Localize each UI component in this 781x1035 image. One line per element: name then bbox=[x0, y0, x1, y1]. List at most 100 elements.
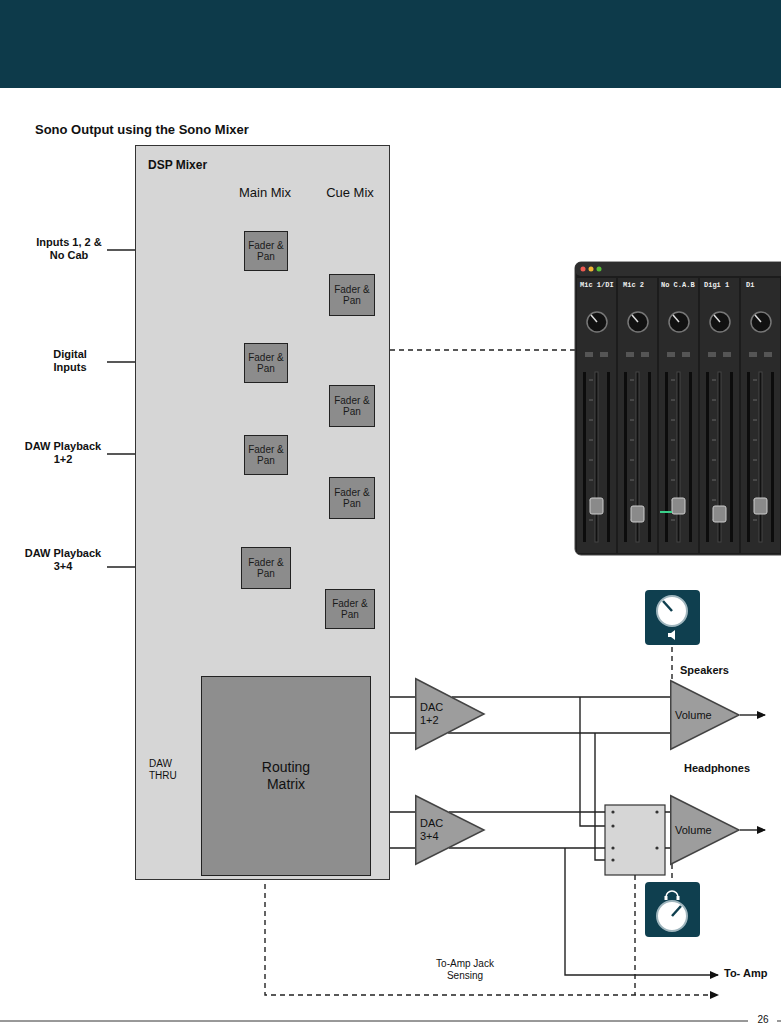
mixer-screenshot bbox=[754, 498, 767, 514]
mixer-screenshot bbox=[587, 312, 607, 332]
fader-label: Fader & Pan bbox=[330, 284, 374, 306]
mixer-screenshot bbox=[753, 460, 757, 461]
input-label: Inputs 1, 2 & No Cab bbox=[30, 236, 108, 262]
fader-pan-box: Fader & Pan bbox=[325, 589, 375, 629]
page-rule bbox=[0, 1021, 748, 1022]
fader-label: Fader & Pan bbox=[330, 395, 374, 417]
mixer-screenshot bbox=[632, 315, 638, 322]
channel-name: Mic 1/DI bbox=[580, 281, 620, 289]
dac-triangle: DAC 1+2 bbox=[415, 678, 485, 750]
mixer-screenshot bbox=[589, 520, 593, 521]
output-wire bbox=[740, 714, 765, 715]
routing-matrix-box: Routing Matrix bbox=[201, 676, 371, 876]
switch-box bbox=[611, 810, 614, 813]
mixer-screenshot bbox=[753, 400, 757, 401]
input-label: Inputs 1, 2 & No Cab bbox=[30, 236, 108, 262]
note-label: To-Amp Jack Sensing bbox=[425, 958, 505, 982]
mixer-screenshot bbox=[575, 262, 781, 555]
mixer-screenshot bbox=[671, 440, 675, 441]
mixer-screenshot bbox=[589, 400, 593, 401]
switch-box bbox=[611, 858, 614, 861]
sense-line bbox=[671, 864, 672, 882]
volume-amp-triangle: Volume bbox=[670, 680, 740, 750]
bus-label: Cue Mix bbox=[310, 185, 390, 201]
mixer-screenshot bbox=[630, 400, 634, 401]
fader-pan-box: Fader & Pan bbox=[241, 547, 291, 589]
fader-pan-box: Fader & Pan bbox=[244, 343, 288, 383]
mixer-screenshot bbox=[589, 440, 593, 441]
mixer-screenshot bbox=[710, 312, 730, 332]
page-title: Sono Output using the Sono Mixer bbox=[35, 122, 435, 138]
switch-box bbox=[611, 824, 614, 827]
channel-name: Mic 2 bbox=[623, 281, 659, 289]
triangle-outline bbox=[416, 679, 484, 750]
output-wire bbox=[580, 697, 605, 826]
page-number: 26 bbox=[750, 1014, 776, 1026]
mixer-screenshot bbox=[577, 278, 616, 553]
panel-heading: DSP Mixer bbox=[148, 158, 377, 172]
bus-label: Cue Mix bbox=[310, 185, 390, 201]
mixer-screenshot bbox=[753, 480, 757, 481]
page-number: 26 bbox=[750, 1014, 776, 1026]
mixer-screenshot bbox=[672, 498, 685, 514]
channel-name: Di bbox=[746, 281, 766, 289]
speaker-knob bbox=[645, 590, 700, 645]
mixer-screenshot bbox=[747, 372, 750, 542]
triangle-outline bbox=[671, 681, 739, 750]
mixer-screenshot bbox=[714, 315, 720, 322]
output-wire bbox=[740, 829, 765, 830]
headphone-knob bbox=[672, 906, 681, 916]
fader-label: Fader & Pan bbox=[245, 444, 287, 466]
output-label: Speakers bbox=[680, 664, 770, 677]
mixer-screenshot bbox=[712, 420, 716, 421]
mixer-screenshot bbox=[628, 312, 648, 332]
sense-line bbox=[265, 875, 718, 995]
triangle-label: Volume bbox=[675, 824, 712, 837]
mixer-screenshot bbox=[589, 420, 593, 421]
mixer-screenshot bbox=[712, 380, 716, 381]
output-label: To- Amp bbox=[724, 967, 781, 980]
speaker-knob bbox=[668, 630, 675, 640]
input-label: Digital Inputs bbox=[40, 348, 100, 374]
mixer-screenshot bbox=[589, 380, 593, 381]
fader-pan-box: Fader & Pan bbox=[329, 274, 375, 316]
switch-box bbox=[605, 805, 665, 875]
mixer-screenshot bbox=[659, 278, 698, 553]
mixer-screenshot bbox=[648, 372, 651, 542]
mixer-screenshot bbox=[712, 440, 716, 441]
mixer-screenshot bbox=[753, 440, 757, 441]
mixer-screenshot bbox=[753, 380, 757, 381]
mixer-screenshot bbox=[631, 506, 644, 522]
channel-name: No C.A.B bbox=[661, 281, 701, 289]
fader-label: Fader & Pan bbox=[245, 352, 287, 374]
volume-amp-triangle: Volume bbox=[670, 795, 740, 865]
input-label: DAW Playback 3+4 bbox=[20, 547, 106, 573]
fader-label: Fader & Pan bbox=[242, 557, 290, 579]
switch-box bbox=[655, 846, 658, 849]
mixer-screenshot bbox=[660, 511, 672, 513]
mixer-screenshot bbox=[585, 352, 593, 357]
mixer-screenshot bbox=[689, 372, 692, 542]
speaker-knob bbox=[663, 601, 672, 611]
switch-box bbox=[611, 846, 614, 849]
switch-box bbox=[605, 805, 665, 875]
output-label: Speakers bbox=[680, 664, 770, 677]
input-label: Digital Inputs bbox=[40, 348, 100, 374]
triangle-label: Volume bbox=[675, 709, 712, 722]
channel-name: Mic 2 bbox=[623, 281, 659, 289]
mixer-screenshot bbox=[741, 278, 780, 553]
input-label: DAW Playback 3+4 bbox=[20, 547, 106, 573]
output-wire bbox=[565, 697, 765, 975]
mixer-screenshot bbox=[749, 352, 757, 357]
mixer-screenshot bbox=[712, 400, 716, 401]
mixer-screenshot bbox=[682, 352, 690, 357]
mixer-screenshot bbox=[755, 315, 761, 322]
headphone-knob bbox=[665, 896, 668, 900]
mixer-screenshot bbox=[759, 372, 762, 542]
mixer-screenshot bbox=[669, 312, 689, 332]
mixer-screenshot bbox=[589, 267, 594, 272]
mixer-screenshot bbox=[753, 420, 757, 421]
mixer-screenshot bbox=[589, 460, 593, 461]
triangle-outline bbox=[416, 796, 484, 865]
